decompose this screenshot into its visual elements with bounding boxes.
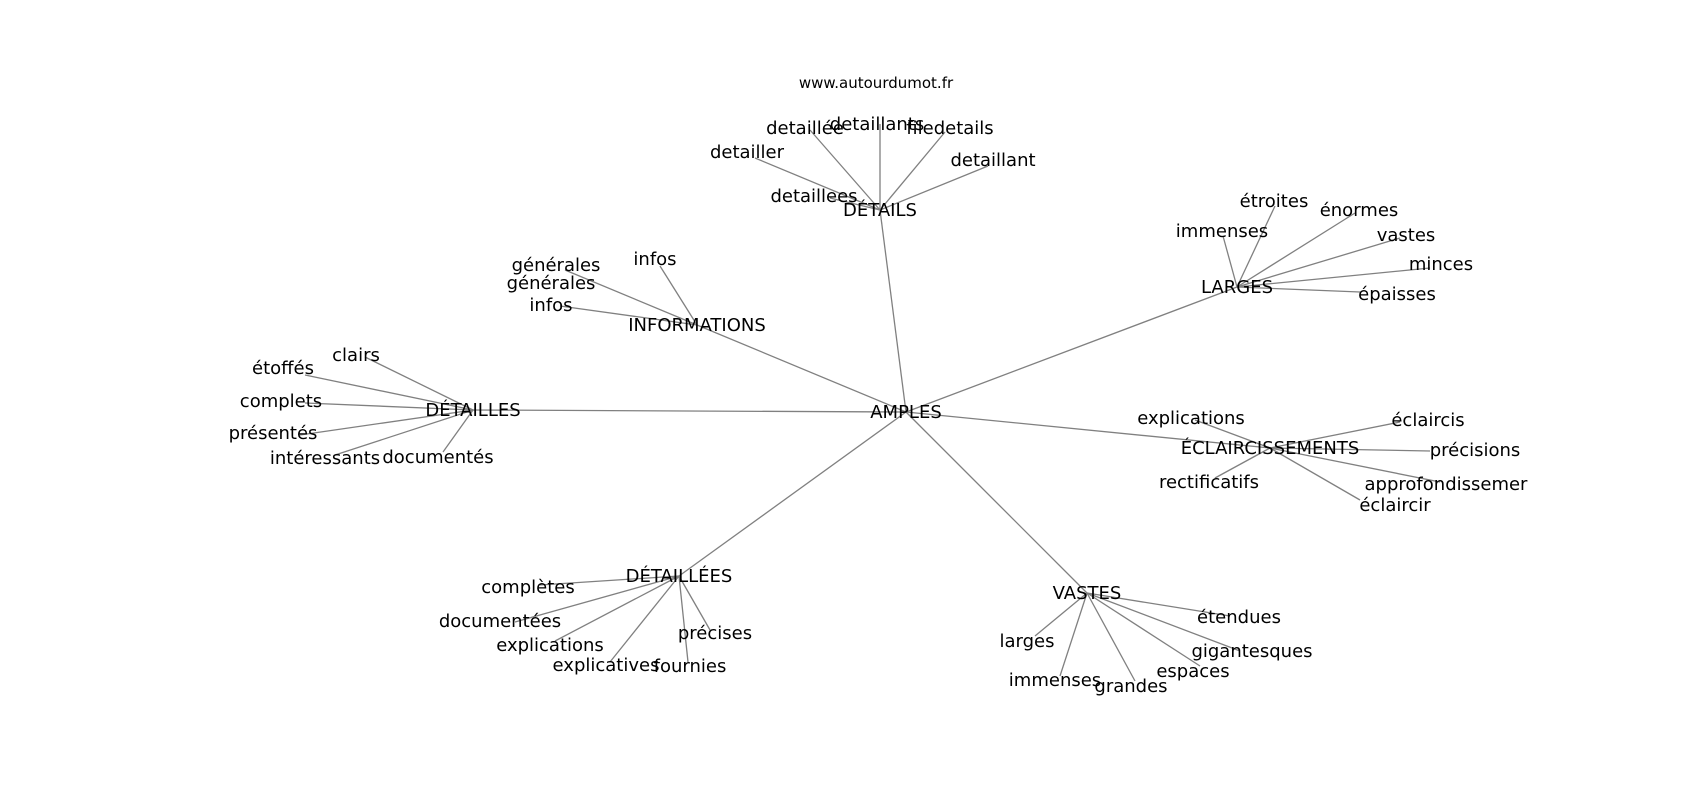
edge-cluster-to-word — [1222, 235, 1238, 288]
edge-cluster-to-word — [1086, 592, 1201, 667]
word-node: éclaircir — [1359, 495, 1431, 516]
word-node: minces — [1409, 254, 1473, 275]
edge-cluster-to-word — [1269, 447, 1361, 501]
edge-cluster-to-word — [1236, 267, 1431, 288]
edge-cluster-to-word — [364, 356, 474, 411]
edge-cluster-to-word — [539, 575, 680, 586]
edge-cluster-to-word — [304, 374, 474, 411]
edge-center-to-cluster — [905, 411, 1271, 449]
edge-cluster-to-word — [754, 157, 881, 211]
word-node: detaillant — [950, 150, 1035, 171]
edge-center-to-cluster — [678, 411, 907, 577]
word-node: detaillée — [766, 118, 844, 139]
word-node: vastes — [1377, 225, 1436, 246]
edge-cluster-to-word — [1194, 419, 1271, 449]
word-node: grandes — [1094, 676, 1167, 697]
edge-cluster-to-word — [334, 409, 474, 456]
edge-cluster-to-word — [809, 129, 881, 211]
word-node: detaillees — [770, 186, 857, 207]
word-node: énormes — [1320, 200, 1399, 221]
edge-cluster-to-word — [879, 165, 989, 211]
word-node: complets — [240, 391, 322, 412]
edge-cluster-to-word — [1236, 237, 1401, 288]
edge-cluster-to-word — [1236, 212, 1356, 288]
word-node: immenses — [1176, 221, 1268, 242]
cluster-node: LARGES — [1201, 277, 1273, 298]
word-node: immenses — [1009, 670, 1101, 691]
cluster-node: DÉTAILS — [843, 199, 917, 221]
word-node: clairs — [332, 345, 380, 366]
word-node: précises — [678, 623, 752, 644]
edge-cluster-to-word — [299, 409, 474, 436]
edge-cluster-to-word — [1269, 421, 1401, 449]
edge-cluster-to-word — [1059, 592, 1088, 677]
cluster-node: VASTES — [1053, 583, 1122, 604]
edge-center-to-cluster — [879, 209, 907, 413]
word-node: explications — [1137, 408, 1245, 429]
edge-center-to-cluster — [905, 411, 1088, 594]
edge-center-to-cluster — [696, 324, 907, 413]
edge-center-to-cluster — [905, 286, 1238, 413]
edge-cluster-to-word — [1086, 592, 1241, 652]
word-node: documentés — [382, 447, 493, 468]
word-node: étoffés — [252, 358, 314, 379]
edge-cluster-to-word — [829, 197, 881, 211]
word-node: gigantesques — [1191, 641, 1312, 662]
word-node: explications — [496, 635, 604, 656]
word-node: approfondissemer — [1365, 474, 1529, 495]
edge-cluster-to-word — [304, 402, 474, 411]
edge-cluster-to-word — [1236, 205, 1276, 288]
word-node: fournies — [654, 656, 727, 677]
edge-cluster-to-word — [1269, 447, 1431, 452]
word-node: intéressants — [270, 448, 380, 469]
edge-cluster-to-word — [1034, 592, 1088, 637]
graph-labels: www.autourdumot.fr AMPLES DÉTAILS detaillé… — [229, 74, 1528, 697]
word-node: épaisses — [1358, 284, 1436, 305]
edge-cluster-to-word — [1086, 592, 1231, 617]
word-node: précisions — [1430, 440, 1521, 461]
word-node: rectificatifs — [1159, 472, 1259, 493]
source-url: www.autourdumot.fr — [799, 74, 954, 92]
word-node: espaces — [1156, 661, 1229, 682]
edge-cluster-to-word — [678, 575, 689, 663]
edge-cluster-to-word — [1236, 286, 1361, 293]
edge-cluster-to-word — [554, 575, 680, 642]
cluster-node: INFORMATIONS — [628, 315, 766, 336]
edge-cluster-to-word — [1269, 447, 1441, 483]
center-node: AMPLES — [870, 402, 942, 423]
word-node: étendues — [1197, 607, 1281, 628]
word-node: complètes — [481, 577, 574, 598]
edge-cluster-to-word — [659, 265, 698, 326]
word-node: générales — [512, 255, 601, 276]
edge-center-to-cluster — [472, 409, 907, 413]
edge-cluster-to-word — [609, 575, 680, 663]
word-node: documentées — [439, 611, 561, 632]
edge-cluster-to-word — [879, 131, 946, 211]
word-node: filedetails — [906, 118, 993, 139]
edge-cluster-to-word — [514, 575, 680, 623]
edge-cluster-to-word — [1214, 447, 1271, 479]
word-node: detailler — [710, 142, 785, 163]
edge-cluster-to-word — [559, 305, 698, 326]
edge-cluster-to-word — [442, 409, 474, 453]
cluster-node: ÉCLAIRCISSEMENTS — [1181, 437, 1360, 459]
cluster-node: DÉTAILLÉES — [626, 565, 733, 587]
word-node: éclaircis — [1391, 410, 1464, 431]
edge-cluster-to-word — [564, 269, 698, 326]
cluster-node: DÉTAILLES — [425, 399, 520, 421]
word-node: detaillants — [830, 114, 924, 135]
word-node: larges — [1000, 631, 1055, 652]
graph-edges — [299, 124, 1441, 682]
word-node: présentés — [229, 423, 318, 444]
word-node: infos — [633, 249, 676, 270]
word-node: étroites — [1240, 191, 1309, 212]
word-node: explicatives — [553, 655, 660, 676]
edge-cluster-to-word — [678, 575, 711, 631]
edge-cluster-to-word — [1086, 592, 1136, 682]
